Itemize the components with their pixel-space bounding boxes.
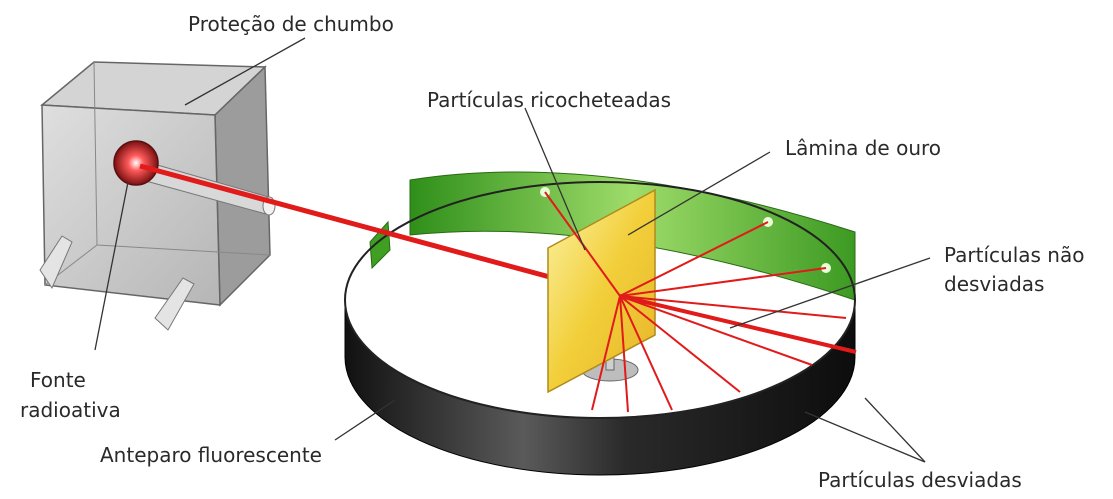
ray-deflected (591, 295, 621, 411)
ray-deflected (619, 295, 673, 411)
leader-scattered-back (524, 107, 586, 251)
particle-rays (544, 191, 857, 413)
leader-undeflected (729, 257, 931, 329)
label-scattered-back: Partículas ricocheteadas (427, 88, 672, 112)
ray-deflected (619, 221, 769, 297)
alpha-beam (139, 163, 621, 299)
label-deflected: Partículas desviadas (818, 468, 1022, 492)
ray-deflected (619, 295, 847, 319)
leader-lead-shield (184, 37, 306, 106)
lead-shield-box (39, 61, 276, 331)
label-undeflected-line2: desviadas (944, 272, 1045, 296)
ray-deflected (619, 267, 827, 297)
label-lead-shield: Proteção de chumbo (188, 12, 394, 36)
label-fluorescent-screen: Anteparo fluorescente (100, 443, 322, 467)
label-source-line2: radioativa (20, 398, 121, 422)
label-undeflected-line1: Partículas não (944, 243, 1085, 267)
ray-undeflected (619, 294, 857, 354)
leader-lines (94, 37, 931, 463)
ray-deflected (619, 295, 741, 393)
leader-source (94, 181, 129, 351)
radioactive-source (113, 140, 159, 186)
label-gold-foil: Lâmina de ouro (785, 136, 942, 160)
leader-screen (334, 399, 396, 441)
label-source-line1: Fonte (30, 368, 86, 392)
leader-deflected-b (864, 397, 926, 463)
ray-deflected (619, 295, 629, 413)
leader-gold-foil (627, 151, 771, 236)
gold-foil (547, 188, 656, 394)
ray-deflected (619, 295, 813, 366)
leader-deflected-a (804, 411, 926, 463)
